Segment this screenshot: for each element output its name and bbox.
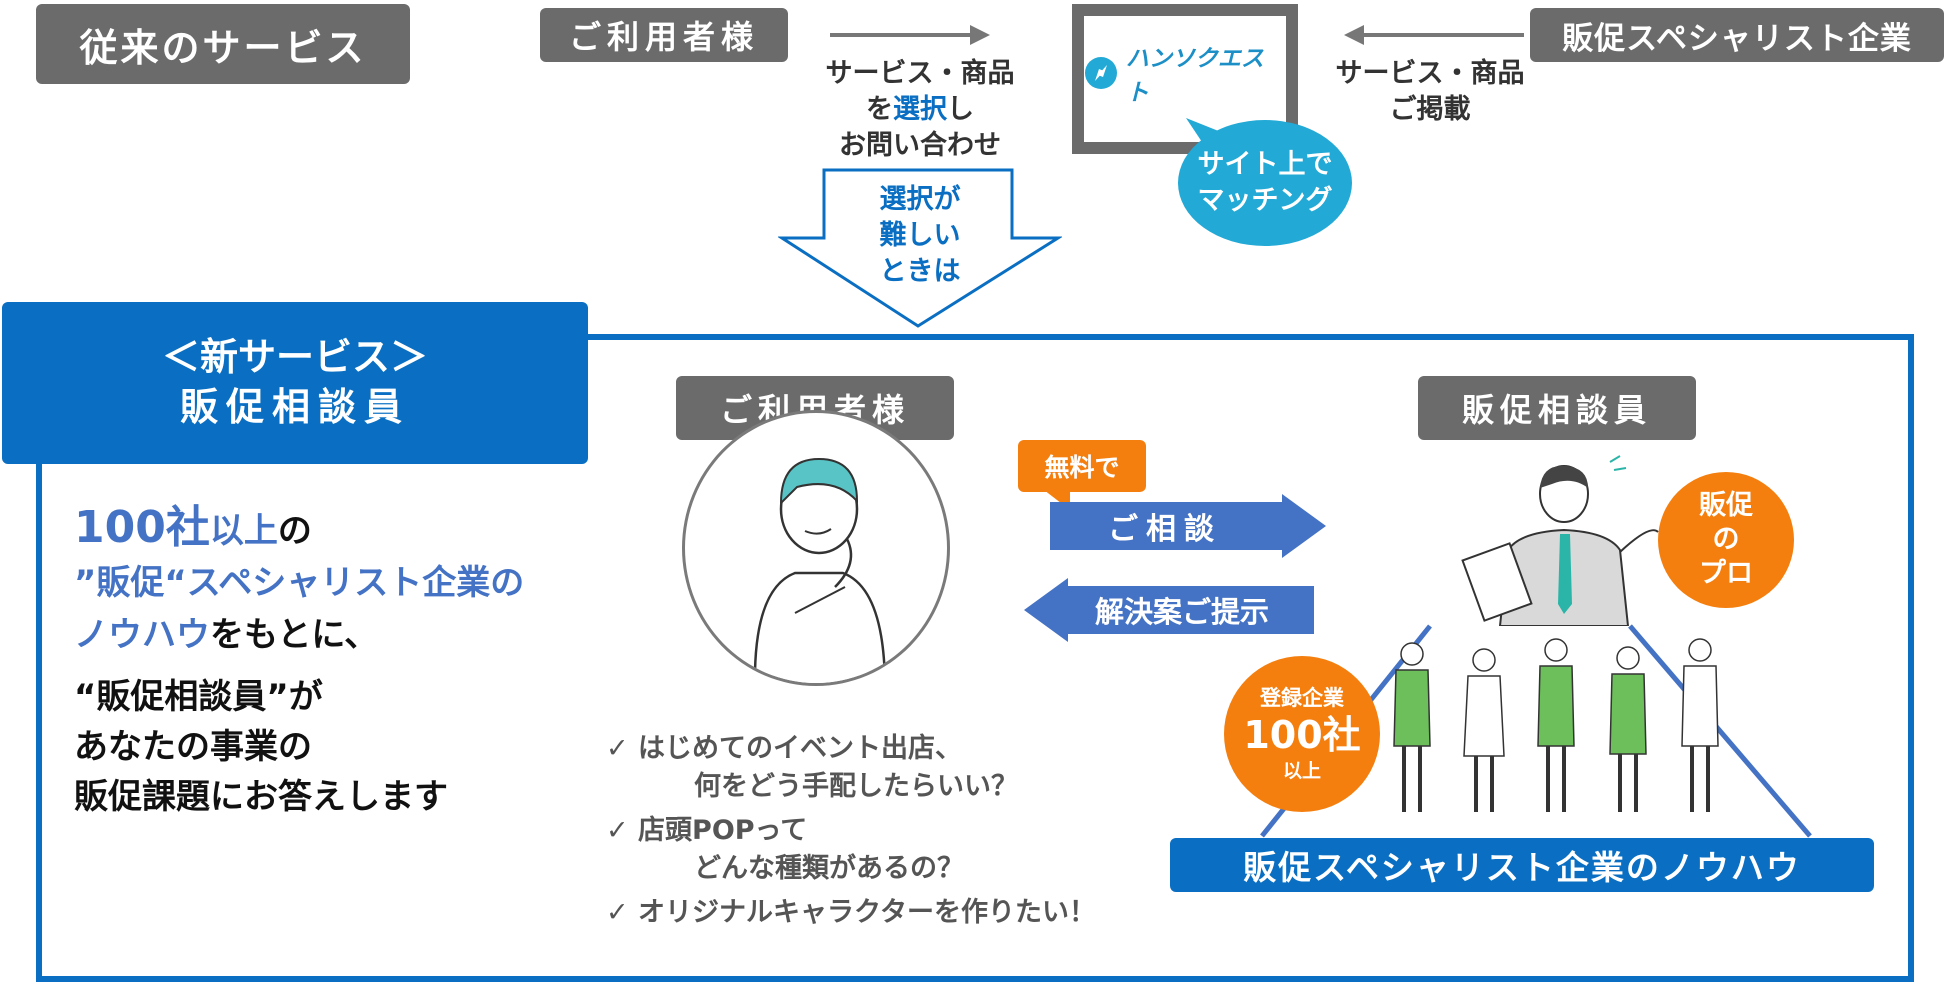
thinking-person-icon [753, 457, 887, 683]
checklist: ✓ はじめてのイベント出店、 何をどう手配したらいい？ ✓ 店頭POPって どん… [606, 730, 1166, 932]
registered-companies-badge: 登録企業 100社 以上 [1224, 656, 1380, 812]
down-arrow-text: 選択が 難しい ときは [879, 184, 961, 287]
team-figures-icon [1393, 638, 1719, 812]
bubble-tail [1186, 118, 1226, 148]
solution-arrow-label: 解決案ご提示 [1094, 595, 1269, 629]
site-matching-bubble: サイト上で マッチング [1178, 120, 1352, 246]
arrow-left-icon [1344, 25, 1524, 45]
traditional-service-label: 従来のサービス [36, 4, 410, 84]
site-logo: ハンソクエスト [1084, 39, 1286, 107]
arrow-right-icon [830, 25, 990, 45]
pro-badge: 販促 の プロ [1658, 472, 1794, 608]
solution-arrow [1024, 578, 1314, 642]
company-action-text: サービス・商品 ご掲載 [1335, 58, 1525, 125]
down-arrow-icon [778, 168, 1062, 328]
knowhow-label: 販促スペシャリスト企業のノウハウ [1170, 838, 1874, 892]
check-item: ✓ オリジナルキャラクターを作りたい！ [606, 897, 1096, 928]
consult-arrow-label: ご相談 [1108, 512, 1222, 547]
user-thinking-figure [682, 410, 950, 686]
top-company-label: 販促スペシャリスト企業 [1530, 8, 1944, 62]
body-text: “販促相談員”が あなたの事業の 販促課題にお答えします [74, 677, 448, 817]
top-user-label: ご利用者様 [540, 8, 788, 62]
new-service-header: ＜新サービス＞ 販促相談員 [2, 302, 588, 464]
check-item: ✓ 店頭POPって どんな種類があるの？ [606, 815, 964, 884]
compass-icon [1085, 57, 1117, 89]
consultant-figure-icon [1461, 455, 1659, 626]
headline: 100社以上の ”販促“スペシャリスト企業の ノウハウをもとに、 [74, 502, 525, 655]
consultant-label: 販促相談員 [1418, 376, 1696, 440]
free-tag: 無料で [1018, 440, 1146, 492]
consult-arrow [1050, 494, 1326, 558]
check-item: ✓ はじめてのイベント出店、 何をどう手配したらいい？ [606, 733, 1018, 802]
user-action-text: サービス・商品 を選択し お問い合わせ [825, 58, 1015, 161]
new-service-frame [36, 334, 1914, 982]
